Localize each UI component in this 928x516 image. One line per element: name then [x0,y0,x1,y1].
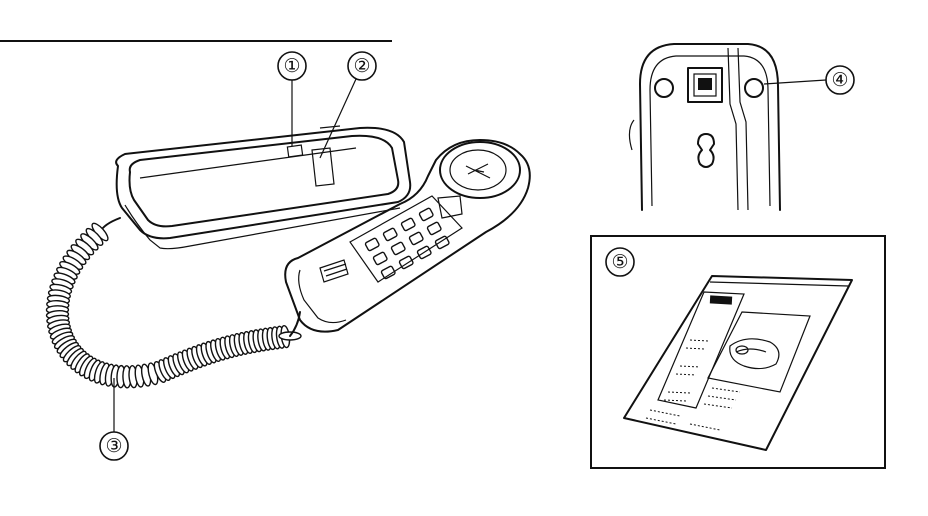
keypad [364,207,450,280]
manual-text-line [649,409,681,417]
callout-5: ⑤ [605,247,635,277]
label-plate [286,144,304,158]
callout-3: ③ [99,378,129,461]
callout-4: ④ [763,65,855,95]
keyhole-slot [697,133,715,168]
callout-2-label: ② [353,55,370,77]
keypad-key [418,207,434,222]
keypad-key [380,265,396,280]
keypad-key [416,245,432,260]
manual-text-line [675,373,697,376]
keypad-key [390,241,406,256]
keypad-key [408,231,424,246]
base-cradle [115,125,412,250]
manual-text-line [689,339,709,342]
callout-1-label: ① [283,55,300,77]
modular-jack [687,67,723,103]
keypad-key [372,251,388,266]
callout-2: ② [319,51,377,159]
manual-text-line [703,403,733,409]
callout-3-label: ③ [105,435,122,457]
manual-text-line [689,423,721,431]
coiled-cord [45,217,302,389]
keypad-key [364,237,380,252]
keypad-key [434,235,450,250]
manual-text-line [667,391,691,394]
manual-text-line [663,399,687,402]
manual-text-line [679,365,701,368]
manual-panel: ⑤ [590,235,886,469]
manual-text-line [645,417,677,425]
callout-4-label: ④ [831,69,848,91]
keypad-key [382,227,398,242]
keypad-key [400,217,416,232]
instruction-manual [623,275,853,451]
keypad-key [426,221,442,236]
mouthpiece-grille [319,259,349,283]
mount-hole-right [744,78,764,98]
earpiece [439,141,521,199]
callout-1: ① [277,51,307,146]
mount-hole-left [654,78,674,98]
manual-text-line [685,347,705,350]
wall-mount-view [628,43,781,211]
handset [284,139,531,333]
manual-text-line [707,395,737,401]
manual-text-line [711,387,741,393]
keypad-key [398,255,414,270]
callout-5-label: ⑤ [611,251,628,273]
